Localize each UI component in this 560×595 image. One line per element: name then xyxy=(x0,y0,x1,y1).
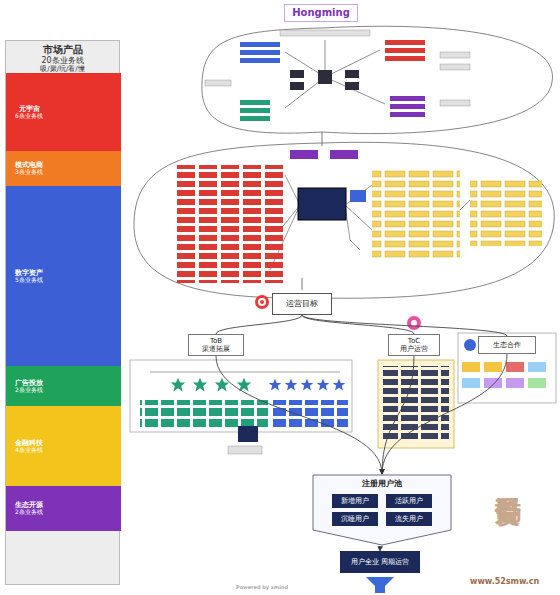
user-box: 新增用户 xyxy=(332,494,378,508)
node-title: Hongming xyxy=(292,7,350,19)
node-title: 生态开源 xyxy=(6,501,52,509)
watermark: 吾爱首码 xyxy=(466,478,526,578)
node-text: 吸/聚/玩/看/懂 xyxy=(40,65,84,73)
connector xyxy=(216,315,302,334)
connector xyxy=(302,315,507,336)
tob-region xyxy=(130,360,352,454)
node-title: ToC xyxy=(408,337,420,345)
business-band: 模式电商3条业务线 xyxy=(6,151,121,186)
business-band: 金融科技4条业务线 xyxy=(6,406,121,486)
funnel-outline-shape xyxy=(313,475,451,545)
node-title: 注册用户池 xyxy=(362,479,402,488)
node-text: 3条业务线 xyxy=(6,169,52,176)
node-title: ToB xyxy=(210,337,222,345)
connector xyxy=(302,315,414,334)
node-title: 活跃用户 xyxy=(395,497,423,505)
node-title: 模式电商 xyxy=(6,161,52,169)
funnel-icon xyxy=(366,577,394,593)
connector xyxy=(380,546,382,551)
node-text: 5条业务线 xyxy=(6,277,52,284)
logo: Hongming xyxy=(284,4,358,22)
node-text: 2条业务线 xyxy=(6,387,52,394)
node-title: 元宇宙 xyxy=(6,105,52,113)
product-panel: 市场产品20条业务线吸/聚/玩/看/懂元宇宙6条业务线模式电商3条业务线数字资产… xyxy=(5,40,120,585)
connector xyxy=(382,356,414,474)
business-band: 数字资产5条业务线 xyxy=(6,186,121,366)
watermark-url: www.52smw.cn xyxy=(470,577,539,586)
lifecycle-box: 用户全业 周期运营 xyxy=(340,551,420,573)
channel-box: 生态合作 xyxy=(478,336,536,354)
business-band: 广告投放2条业务线 xyxy=(6,366,121,406)
partner-region xyxy=(458,333,556,403)
user-pool-funnel: 注册用户池新增用户 活跃用户沉睡用户 流失用户 xyxy=(312,474,452,546)
node-text: 渠道拓展 xyxy=(202,345,230,353)
toc-region xyxy=(378,316,454,448)
top-mindmap xyxy=(202,26,553,146)
node-title: 数字资产 xyxy=(6,269,52,277)
node-title: 用户全业 周期运营 xyxy=(351,558,409,566)
node-title: 广告投放 xyxy=(6,379,52,387)
node-title: 运营目标 xyxy=(286,299,318,308)
node-title: 沉睡用户 xyxy=(341,515,369,523)
channel-box: ToC用户运营 xyxy=(388,334,440,356)
node-text: 4条业务线 xyxy=(6,447,52,454)
node-text: 20条业务线 xyxy=(41,56,83,65)
node-title: 生态合作 xyxy=(493,341,521,349)
user-box: 沉睡用户 xyxy=(332,512,378,526)
connector xyxy=(382,354,507,474)
node-text: 6条业务线 xyxy=(6,113,52,120)
user-box: 流失用户 xyxy=(386,512,432,526)
node-title: 金融科技 xyxy=(6,439,52,447)
node-title: 市场产品 xyxy=(43,44,83,56)
channel-box: ToB渠道拓展 xyxy=(188,334,244,356)
footer-note: Powered by xmind xyxy=(236,584,288,590)
business-band: 生态开源2条业务线 xyxy=(6,486,121,531)
middle-mindmap xyxy=(134,142,554,309)
goal-box: 运营目标 xyxy=(272,293,332,315)
node-text: 2条业务线 xyxy=(6,509,52,516)
connector xyxy=(216,356,382,474)
node-title: 流失用户 xyxy=(395,515,423,523)
business-band: 元宇宙6条业务线 xyxy=(6,73,121,151)
node-title: 新增用户 xyxy=(341,497,369,505)
user-box: 活跃用户 xyxy=(386,494,432,508)
node-text: 用户运营 xyxy=(400,345,428,353)
